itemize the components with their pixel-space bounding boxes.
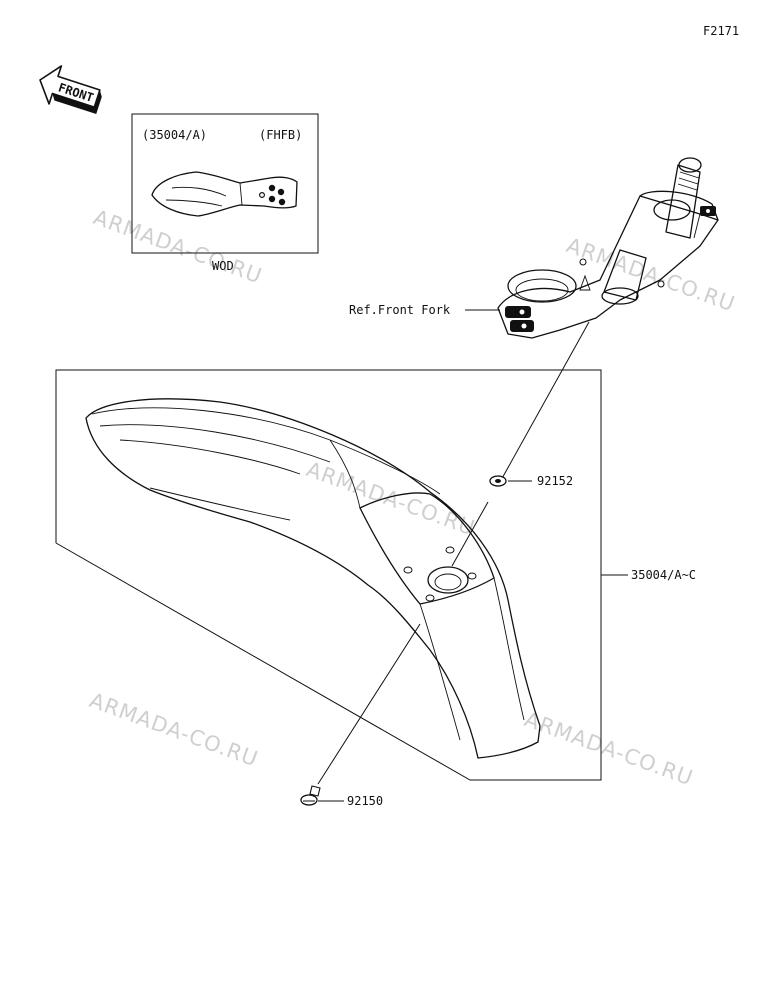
variant-inset: (35004/A) (FHFB) WOD bbox=[131, 113, 319, 273]
watermark-5: ARMADA-CO.RU bbox=[521, 707, 696, 790]
figure-code: F2171 bbox=[703, 24, 739, 38]
front-arrow-icon: FRONT bbox=[39, 65, 102, 115]
watermark-3: ARMADA-CO.RU bbox=[303, 457, 478, 540]
washer-icon bbox=[489, 475, 507, 487]
center-axis-line bbox=[317, 321, 590, 785]
watermark-1: ARMADA-CO.RU bbox=[90, 205, 265, 288]
callout-ref-front-fork: Ref.Front Fork bbox=[349, 303, 451, 317]
front-fender bbox=[85, 398, 541, 759]
callout-washer: 92152 bbox=[537, 474, 573, 488]
inset-frame bbox=[131, 113, 319, 254]
watermarks: ARMADA-CO.RU ARMADA-CO.RU ARMADA-CO.RU A… bbox=[86, 205, 738, 790]
callout-bolt: 92150 bbox=[347, 794, 383, 808]
front-fork-clamp bbox=[497, 157, 719, 339]
inset-part-ref: (35004/A) bbox=[142, 128, 207, 142]
fender-variant-icon bbox=[151, 171, 298, 217]
inset-caption: WOD bbox=[212, 259, 234, 273]
inset-color-code: (FHFB) bbox=[259, 128, 302, 142]
watermark-4: ARMADA-CO.RU bbox=[86, 688, 261, 771]
callout-fender: 35004/A~C bbox=[631, 568, 696, 582]
watermark-2: ARMADA-CO.RU bbox=[563, 233, 738, 316]
bolt-icon bbox=[300, 785, 321, 806]
